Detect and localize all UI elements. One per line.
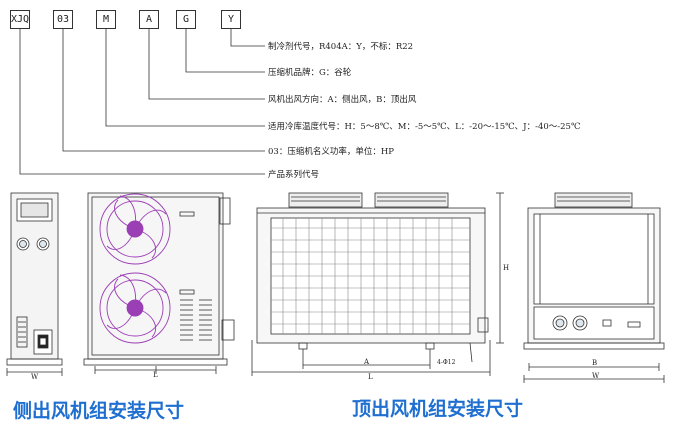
leader-refrigerant	[230, 29, 265, 47]
dim-top-a: A	[364, 358, 370, 366]
desc-temperature: 适用冷库温度代号：H：5～8℃、M：-5～5℃、L：-20～-15℃、J：-40…	[268, 122, 581, 132]
code-box-brand: G	[176, 10, 196, 29]
side-cabinet-front	[6, 192, 63, 376]
dim-top-phi: 4-Φ12	[437, 359, 456, 366]
leader-lines	[19, 29, 265, 175]
code-box-refrigerant: Y	[221, 10, 241, 29]
top-unit-side	[523, 192, 665, 383]
fan-lower	[99, 272, 171, 344]
caption-top-outlet: 顶出风机组安装尺寸	[352, 398, 524, 420]
caption-side-outlet: 侧出风机组安装尺寸	[13, 400, 185, 422]
code-box-power: 03	[53, 10, 73, 29]
desc-refrigerant: 制冷剂代号，R404A：Y，不标：R22	[268, 42, 414, 52]
desc-power: 03：压缩机名义功率，单位：HP	[268, 147, 394, 157]
dim-side-w: W	[31, 373, 39, 381]
desc-airflow: 风机出风方向：A：侧出风，B：顶出风	[268, 95, 417, 105]
dim-side-l: L	[153, 371, 158, 379]
code-box-series: XJQ	[10, 10, 30, 29]
coil-grid	[271, 218, 470, 334]
side-unit-view	[83, 192, 235, 374]
dim-top-h: H	[503, 264, 510, 272]
top-unit-front	[251, 192, 504, 376]
code-box-airflow: A	[139, 10, 159, 29]
louvers-left	[180, 299, 212, 341]
dim-top-b: B	[592, 359, 598, 367]
code-box-temperature: M	[96, 10, 116, 29]
desc-series: 产品系列代号	[268, 170, 320, 180]
desc-brand: 压缩机品牌：G：谷轮	[268, 68, 352, 78]
dim-top-l: L	[368, 373, 373, 381]
dim-top-w: W	[592, 372, 600, 380]
fan-upper	[99, 193, 171, 265]
